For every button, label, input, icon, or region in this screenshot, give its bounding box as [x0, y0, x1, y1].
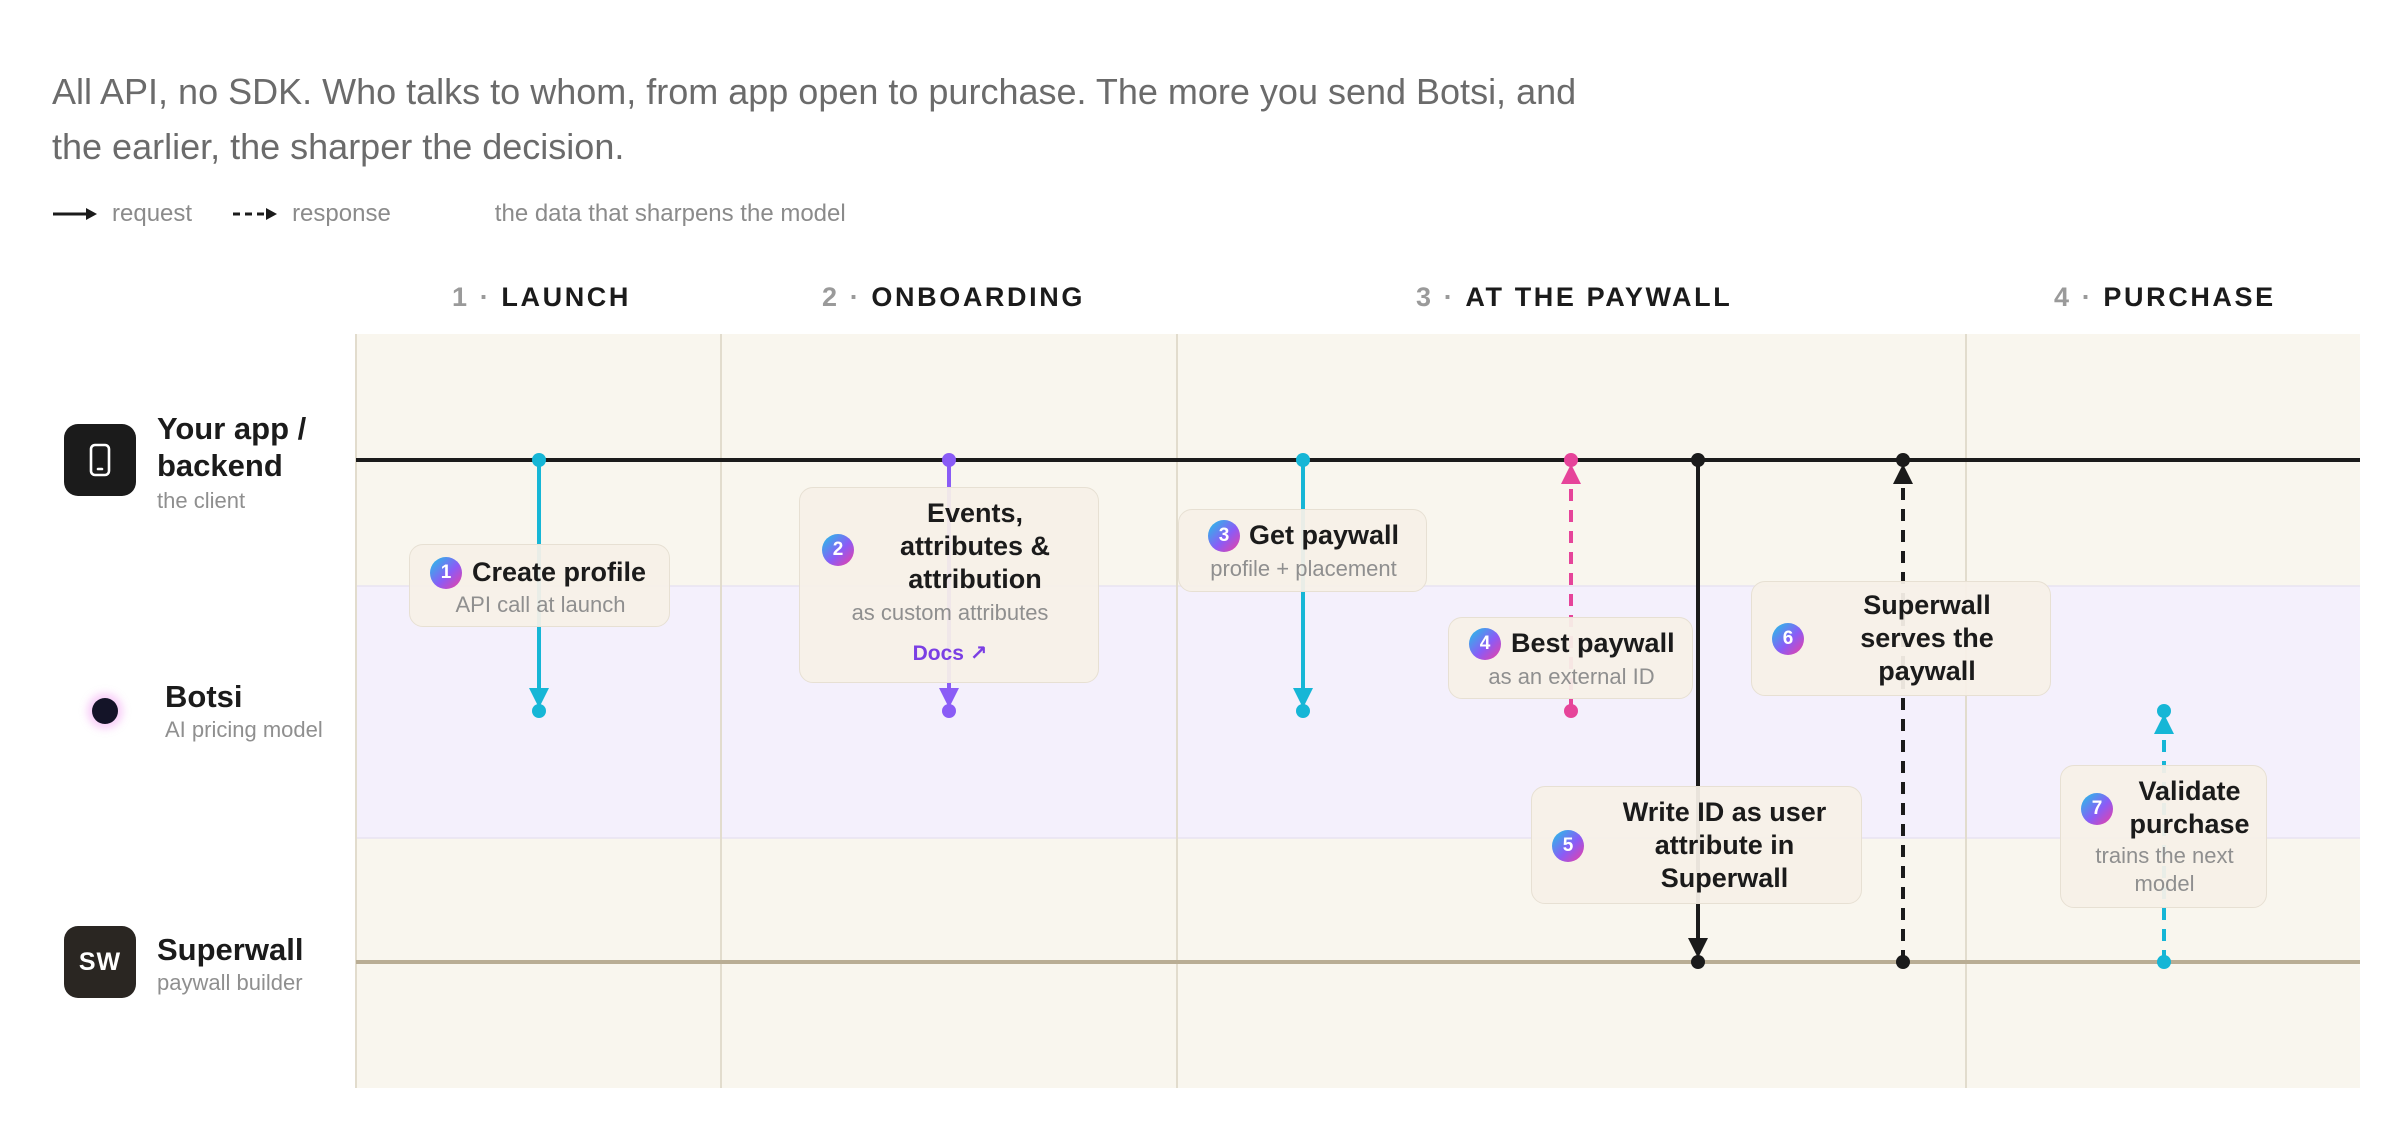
step-title: Get paywall — [1249, 520, 1400, 550]
step-badge: 6 — [1772, 623, 1804, 655]
phase-label: ONBOARDING — [871, 282, 1085, 312]
legend: request response the data that sharpens … — [52, 198, 886, 230]
legend-response: response — [232, 200, 391, 228]
step-title: Superwall serves the paywall — [1860, 590, 1994, 686]
step-badge: 1 — [430, 557, 462, 589]
superwall-lane-subtitle: paywall builder — [157, 970, 303, 995]
arrow-dot — [942, 704, 956, 718]
step-subtitle: API call at launch — [455, 592, 626, 617]
arrow-dot — [1896, 955, 1910, 969]
app-lane-title: Your app / backend — [157, 411, 307, 483]
step-badge: 3 — [1208, 520, 1240, 552]
solid-arrow-icon — [53, 208, 97, 220]
step-card-validate-purchase: 7 Validate purchase trains the next mode… — [2060, 765, 2267, 908]
step-title: Events, attributes & attribution — [899, 498, 1051, 594]
phase-number: 4 · — [2054, 282, 2094, 312]
step-badge: 5 — [1552, 830, 1584, 862]
arrow-dot — [1896, 453, 1910, 467]
phone-icon — [89, 443, 111, 477]
docs-link[interactable]: Docs ↗ — [912, 642, 988, 665]
step-title: Validate purchase — [2129, 776, 2250, 839]
botsi-lane-subtitle: AI pricing model — [165, 717, 323, 742]
step-subtitle: profile + placement — [1210, 556, 1397, 581]
phase-number: 3 · — [1416, 282, 1456, 312]
legend-request: request — [52, 200, 192, 228]
step-card-get-paywall: 3 Get paywall profile + placement — [1178, 509, 1427, 592]
step-badge: 2 — [822, 534, 854, 566]
phase-at-the-paywall: 3 · AT THE PAYWALL — [1416, 282, 1732, 313]
phase-label: AT THE PAYWALL — [1465, 282, 1733, 312]
step-badge: 7 — [2081, 793, 2113, 825]
phase-launch: 1 · LAUNCH — [452, 282, 631, 313]
phase-label: LAUNCH — [501, 282, 632, 312]
phase-onboarding: 2 · ONBOARDING — [822, 282, 1085, 313]
superwall-lane-icon: SW — [64, 926, 136, 998]
botsi-lane-title: Botsi — [165, 679, 243, 714]
arrow-dot — [1691, 955, 1705, 969]
legend-data-label: the data that sharpens the model — [494, 200, 846, 227]
arrow-dot — [1564, 453, 1578, 467]
step-card-best-paywall: 4 Best paywall as an external ID — [1448, 617, 1693, 699]
phase-number: 2 · — [822, 282, 862, 312]
step-subtitle: trains the next model — [2095, 843, 2234, 896]
phase-label: PURCHASE — [2103, 282, 2276, 312]
step-badge: 4 — [1469, 628, 1501, 660]
arrow-dot — [942, 453, 956, 467]
dashed-arrow-icon — [233, 208, 278, 220]
arrow-dot — [1296, 704, 1310, 718]
step-subtitle: as custom attributes — [851, 600, 1049, 625]
step-card-write-id: 5 Write ID as user attribute in Superwal… — [1531, 786, 1862, 904]
step-card-create-profile: 1 Create profile API call at launch — [409, 544, 670, 627]
botsi-dot-icon — [92, 698, 118, 724]
arrow-dot — [532, 453, 546, 467]
arrow-dot — [1564, 704, 1578, 718]
arrow-dot — [2157, 704, 2171, 718]
legend-request-label: request — [112, 200, 193, 227]
app-lane-subtitle: the client — [157, 488, 246, 513]
phase-purchase: 4 · PURCHASE — [2054, 282, 2276, 313]
step-title: Best paywall — [1511, 628, 1675, 658]
arrow-dot — [1691, 453, 1705, 467]
step-subtitle: as an external ID — [1488, 664, 1655, 689]
legend-data: the data that sharpens the model — [430, 200, 846, 228]
step-title: Write ID as user attribute in Superwall — [1622, 797, 1827, 893]
superwall-lane-title: Superwall — [157, 932, 304, 967]
step-card-superwall-serves: 6 Superwall serves the paywall — [1751, 581, 2051, 696]
legend-response-label: response — [292, 200, 391, 227]
arrow-dot — [2157, 955, 2171, 969]
intro-text: All API, no SDK. Who talks to whom, from… — [52, 71, 1577, 167]
gradient-line-icon — [430, 211, 481, 217]
step-title: Create profile — [472, 557, 647, 587]
app-lane-icon — [64, 424, 136, 496]
arrow-dot — [532, 704, 546, 718]
step-card-events: 2 Events, attributes & attribution as cu… — [799, 487, 1099, 683]
arrow-dot — [1296, 453, 1310, 467]
phase-number: 1 · — [452, 282, 492, 312]
